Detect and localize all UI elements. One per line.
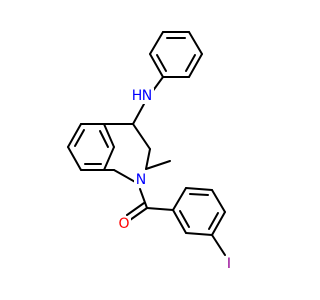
- atom-iodine-group: I: [224, 256, 234, 272]
- atom-label-n-amine: N: [142, 88, 152, 104]
- bond: [132, 103, 145, 125]
- bond: [67, 123, 82, 148]
- bond-double-inner: [208, 212, 219, 230]
- bond: [67, 146, 82, 171]
- bond: [149, 53, 164, 78]
- bond: [211, 189, 226, 213]
- benzo-ring: [67, 123, 115, 171]
- bond: [172, 187, 187, 211]
- atom-label-h: H: [132, 88, 143, 104]
- bond: [146, 207, 174, 211]
- atom-n-ring-group: N: [134, 172, 148, 188]
- bond: [211, 211, 226, 236]
- bond: [185, 232, 213, 236]
- bond-double-inner: [74, 129, 85, 147]
- bond: [172, 209, 187, 234]
- atom-label-n-ring: N: [136, 172, 146, 188]
- bond-double-inner: [189, 193, 209, 196]
- bond: [132, 123, 151, 150]
- bond: [103, 123, 115, 148]
- bond: [149, 31, 164, 55]
- bond: [139, 188, 148, 209]
- bond: [103, 146, 115, 171]
- bond: [188, 31, 203, 55]
- atom-label-iodine: I: [227, 256, 231, 272]
- bond: [185, 187, 213, 191]
- iodophenyl-ring: [172, 187, 226, 256]
- atom-label-oxygen: O: [118, 216, 129, 232]
- bond: [211, 234, 226, 256]
- bond: [145, 148, 151, 170]
- bond: [188, 53, 203, 78]
- tetrahydro-ring: [103, 123, 171, 184]
- molecule-structure-canvas: N H N O I: [67, 31, 234, 272]
- bond-double-inner: [99, 130, 109, 148]
- bond: [113, 169, 138, 184]
- bond-methyl: [145, 160, 171, 170]
- bond-double-inner: [185, 54, 196, 72]
- bond-carbonyl: [126, 202, 145, 216]
- phenyl-ring-top: [149, 31, 203, 78]
- bond-carbonyl: [129, 207, 148, 221]
- bond-double-inner: [179, 210, 190, 228]
- atom-oxygen-group: O: [117, 216, 131, 232]
- bond-double-inner: [156, 54, 167, 72]
- atom-nh-group: N H: [132, 88, 154, 104]
